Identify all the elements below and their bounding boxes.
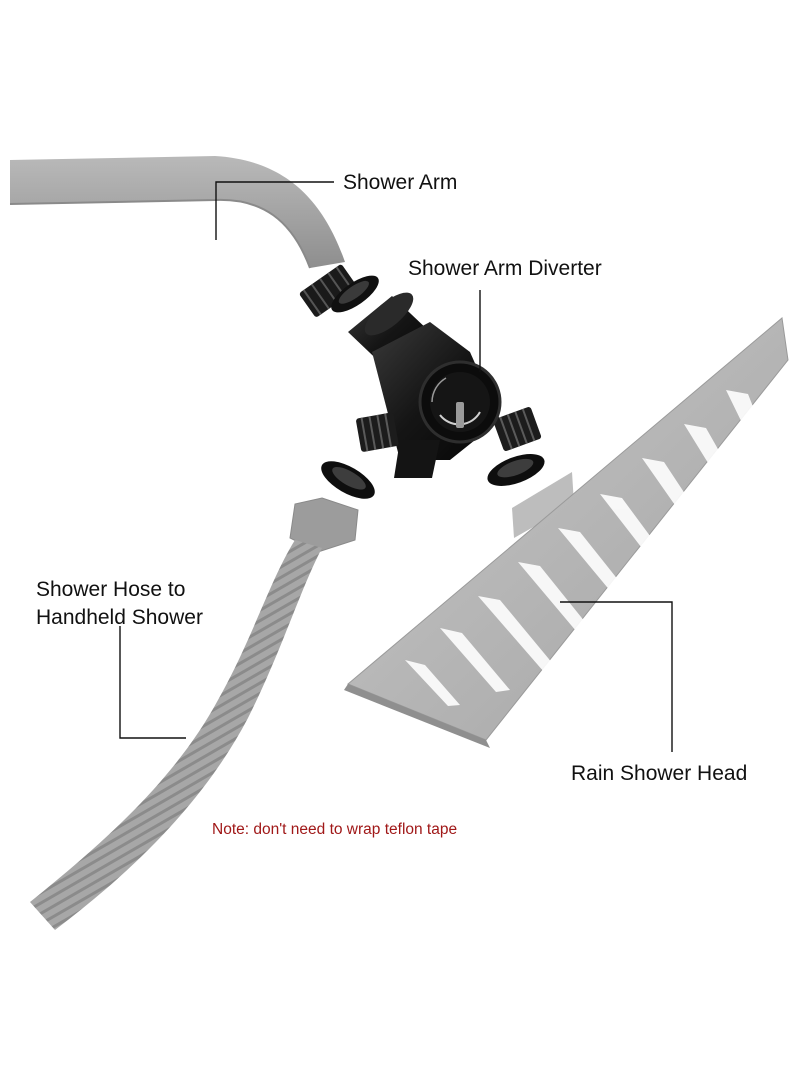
head-washer: [487, 454, 545, 486]
arm-washer: [331, 275, 379, 313]
rain-shower-head-label: Rain Shower Head: [571, 762, 747, 785]
hose-washer: [321, 461, 375, 499]
shower-arm-pipe: [9, 156, 345, 269]
shower-arm-label: Shower Arm: [343, 171, 457, 194]
shower-arm-leader: [215, 181, 334, 240]
diverter-knob: [418, 360, 502, 444]
shower-arm-thread: [299, 264, 358, 317]
shower-hose: [30, 497, 359, 930]
teflon-tape-note: Note: don't need to wrap teflon tape: [212, 821, 457, 838]
rain-shower-head: [344, 317, 789, 748]
shower-arm-diverter-label: Shower Arm Diverter: [408, 257, 602, 280]
rain-head-leader: [560, 601, 673, 752]
leader-lines: [119, 181, 673, 752]
hose-leader: [119, 626, 186, 739]
shower-hose-label-line1: Shower Hose to: [36, 578, 185, 601]
shower-hose-label-line2: Handheld Shower: [36, 606, 203, 629]
